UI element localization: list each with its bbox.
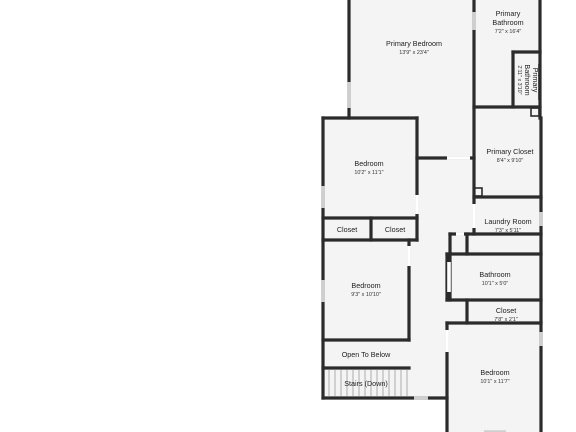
closet-3-name: Closet	[496, 306, 516, 315]
bedroom-2-name: Bedroom	[351, 281, 380, 290]
bedroom-3-name: Bedroom	[480, 368, 509, 377]
closet-1-name: Closet	[337, 225, 357, 234]
stairs-treads	[328, 370, 408, 396]
laundry-room-dims: 7'3" x 5'11"	[495, 228, 521, 234]
walls	[321, 0, 543, 432]
laundry-room-name: Laundry Room	[484, 217, 531, 226]
primary-closet-name: Primary Closet	[486, 147, 533, 156]
stairs-label: Stairs (Down)	[344, 379, 388, 388]
primary-bedroom-dims: 13'9" x 23'4"	[399, 50, 429, 56]
primary-bedroom-name: Primary Bedroom	[386, 39, 442, 48]
closet-3-dims: 7'8" x 2'1"	[494, 317, 518, 323]
door-openings	[407, 156, 476, 352]
bathroom-dims: 10'1" x 5'0"	[482, 281, 509, 287]
primary-closet-dims: 8'4" x 9'10"	[497, 158, 524, 164]
small-bathroom-name-line2: Bathroom	[523, 64, 532, 95]
bedroom-2-dims: 9'3" x 10'10"	[351, 292, 381, 298]
windows	[321, 12, 543, 432]
fixtures	[473, 64, 540, 197]
small-bathroom-name-line1: Primary	[531, 68, 540, 93]
closet-2-name: Closet	[385, 225, 405, 234]
primary-bathroom-name-line2: Bathroom	[492, 18, 523, 27]
primary-bathroom-dims: 7'2" x 16'4"	[495, 29, 522, 35]
bedroom-1-name: Bedroom	[354, 159, 383, 168]
bathroom-name: Bathroom	[479, 270, 510, 279]
bedroom-3-dims: 10'1" x 11'7"	[480, 379, 509, 385]
room-labels: Primary Bedroom 13'9" x 23'4" Primary Ba…	[337, 9, 540, 388]
bedroom-1-dims: 10'2" x 11'1"	[354, 170, 383, 176]
small-bathroom-dims: 2'11" x 3'10"	[516, 65, 522, 94]
primary-bathroom-name-line1: Primary	[496, 9, 521, 18]
open-to-below-label: Open To Below	[342, 350, 391, 359]
